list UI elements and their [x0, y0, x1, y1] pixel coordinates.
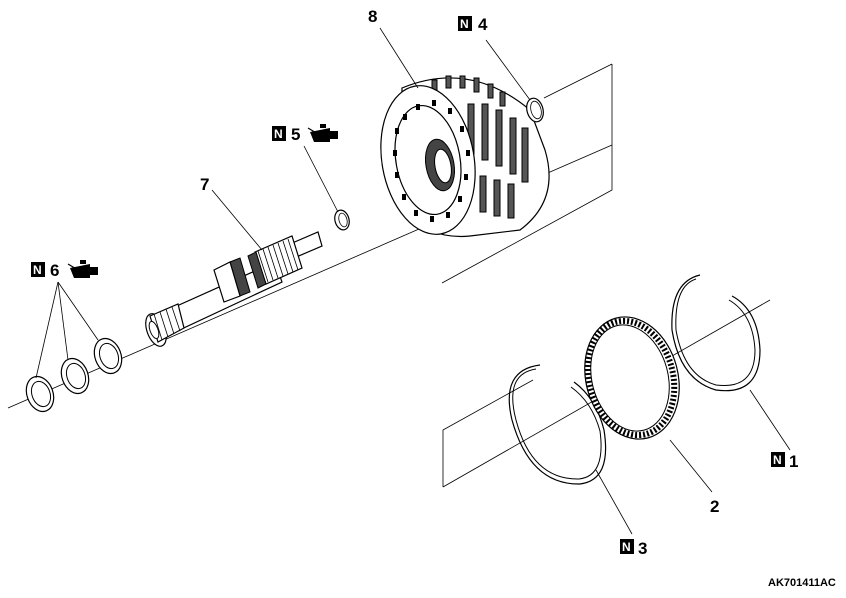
leader-line-8 [379, 27, 419, 89]
n-box-icon: N [620, 539, 634, 554]
callout-2: 2 [710, 497, 719, 516]
svg-text:N: N [622, 540, 631, 554]
oil-can-icon [307, 124, 338, 142]
svg-text:N: N [274, 127, 283, 141]
snap-ring-3 [508, 364, 607, 485]
n-box-icon: N [272, 126, 286, 141]
svg-text:N: N [460, 17, 469, 31]
input-shaft [145, 231, 323, 347]
svg-text:N: N [773, 453, 782, 467]
n-box-icon: N [31, 262, 45, 277]
guide-frame-lower [442, 379, 534, 487]
leader-line-1 [749, 389, 791, 451]
n-box-icon: N [458, 16, 472, 31]
callout-8: 8 [368, 7, 377, 26]
thrust-washers-6 [25, 337, 123, 413]
oil-can-icon [67, 260, 98, 278]
leader-line-5 [303, 145, 339, 213]
clutch-drum [380, 75, 550, 238]
svg-text:N: N [33, 263, 42, 277]
figure-code: AK701411AC [768, 577, 836, 589]
callout-4: 4 [478, 15, 488, 34]
guide-line-4 [543, 63, 613, 99]
leader-line-6b [57, 281, 69, 361]
leader-line-3 [595, 469, 633, 535]
leader-line-7 [211, 189, 263, 251]
snap-ring-4 [526, 97, 544, 123]
callout-1: 1 [789, 452, 798, 471]
leader-line-6a [35, 281, 59, 379]
guide-frame-upper [441, 64, 613, 284]
snap-ring-5 [334, 209, 350, 231]
n-box-icon: N [771, 452, 785, 467]
callout-7: 7 [200, 175, 209, 194]
leader-line-2 [669, 439, 713, 493]
snap-ring-1 [671, 274, 761, 392]
callout-6: 6 [50, 261, 59, 280]
leader-line-4 [485, 39, 531, 101]
leader-line-6c [57, 281, 99, 341]
callout-3: 3 [638, 539, 647, 558]
reaction-ring-2 [584, 316, 680, 440]
callout-5: 5 [291, 125, 300, 144]
